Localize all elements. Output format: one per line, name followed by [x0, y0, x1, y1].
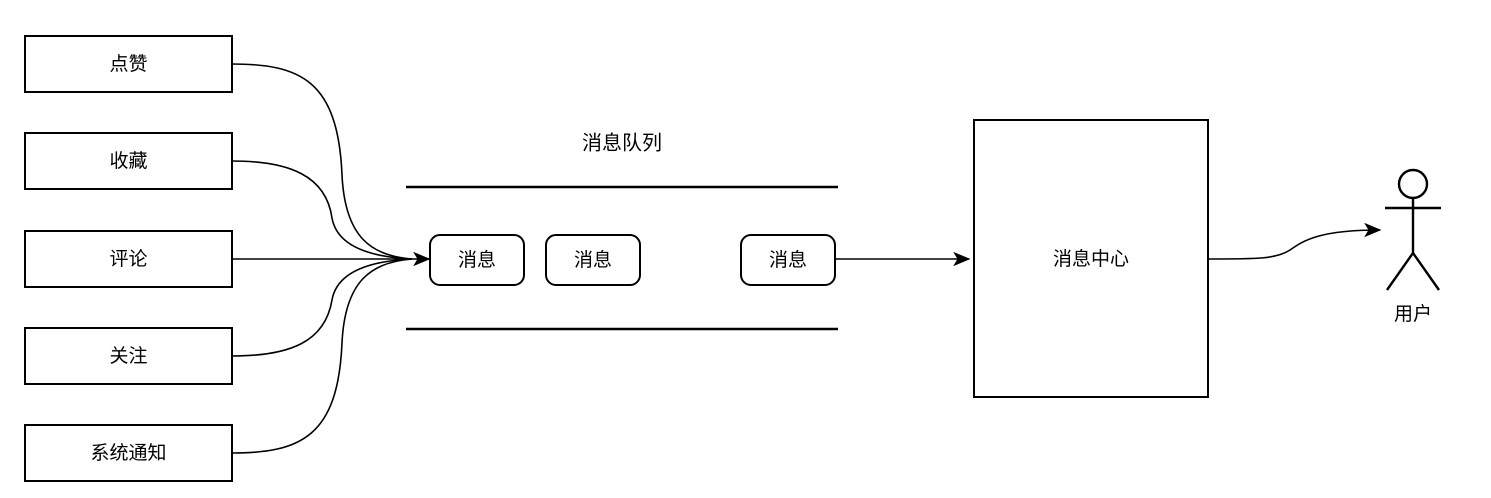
- source-node-shoucang[interactable]: 收藏: [24, 132, 233, 190]
- queue-message-label-2: 消息: [574, 249, 612, 271]
- source-node-dianzan[interactable]: 点赞: [24, 35, 233, 93]
- queue-message-1[interactable]: 消息: [429, 234, 525, 286]
- queue-title: 消息队列: [582, 131, 662, 154]
- source-node-guanzhu[interactable]: 关注: [24, 327, 233, 385]
- source-box-shoucang[interactable]: [24, 132, 233, 190]
- queue-message-label-1: 消息: [458, 249, 496, 271]
- source-node-pinglun[interactable]: 评论: [24, 230, 233, 288]
- actor-right-leg-icon: [1412, 252, 1440, 291]
- source-label-dianzan: 点赞: [109, 53, 147, 75]
- edge-xitongtongzhi-to-queue: [231, 258, 413, 454]
- edge-guanzhu-to-queue: [231, 258, 413, 357]
- source-label-pinglun: 评论: [109, 248, 147, 270]
- message-center-box[interactable]: [973, 119, 1209, 398]
- user-actor[interactable]: 用户: [1385, 168, 1441, 325]
- source-label-xitongtongzhi: 系统通知: [90, 442, 166, 464]
- queue-message-box-2[interactable]: [545, 234, 641, 286]
- queue-message-box-3[interactable]: [740, 234, 836, 286]
- stick-figure-actor-icon: [1385, 168, 1441, 291]
- edge-dianzan-to-queue: [231, 63, 413, 260]
- queue-message-3[interactable]: 消息: [740, 234, 836, 286]
- source-box-pinglun[interactable]: [24, 230, 233, 288]
- source-box-xitongtongzhi[interactable]: [24, 424, 233, 482]
- actor-head-icon: [1397, 168, 1429, 200]
- source-label-shoucang: 收藏: [109, 150, 147, 172]
- source-node-xitongtongzhi[interactable]: 系统通知: [24, 424, 233, 482]
- actor-left-leg-icon: [1386, 252, 1414, 291]
- edge-shoucang-to-queue: [231, 160, 413, 260]
- queue-message-box-1[interactable]: [429, 234, 525, 286]
- message-center-label: 消息中心: [1053, 248, 1129, 270]
- queue-message-2[interactable]: 消息: [545, 234, 641, 286]
- source-box-dianzan[interactable]: [24, 35, 233, 93]
- edge-message-center-to-user: [1207, 222, 1382, 260]
- user-actor-label: 用户: [1394, 303, 1432, 325]
- source-label-guanzhu: 关注: [109, 345, 147, 367]
- message-center-node[interactable]: 消息中心: [973, 119, 1209, 398]
- queue-message-label-3: 消息: [769, 249, 807, 271]
